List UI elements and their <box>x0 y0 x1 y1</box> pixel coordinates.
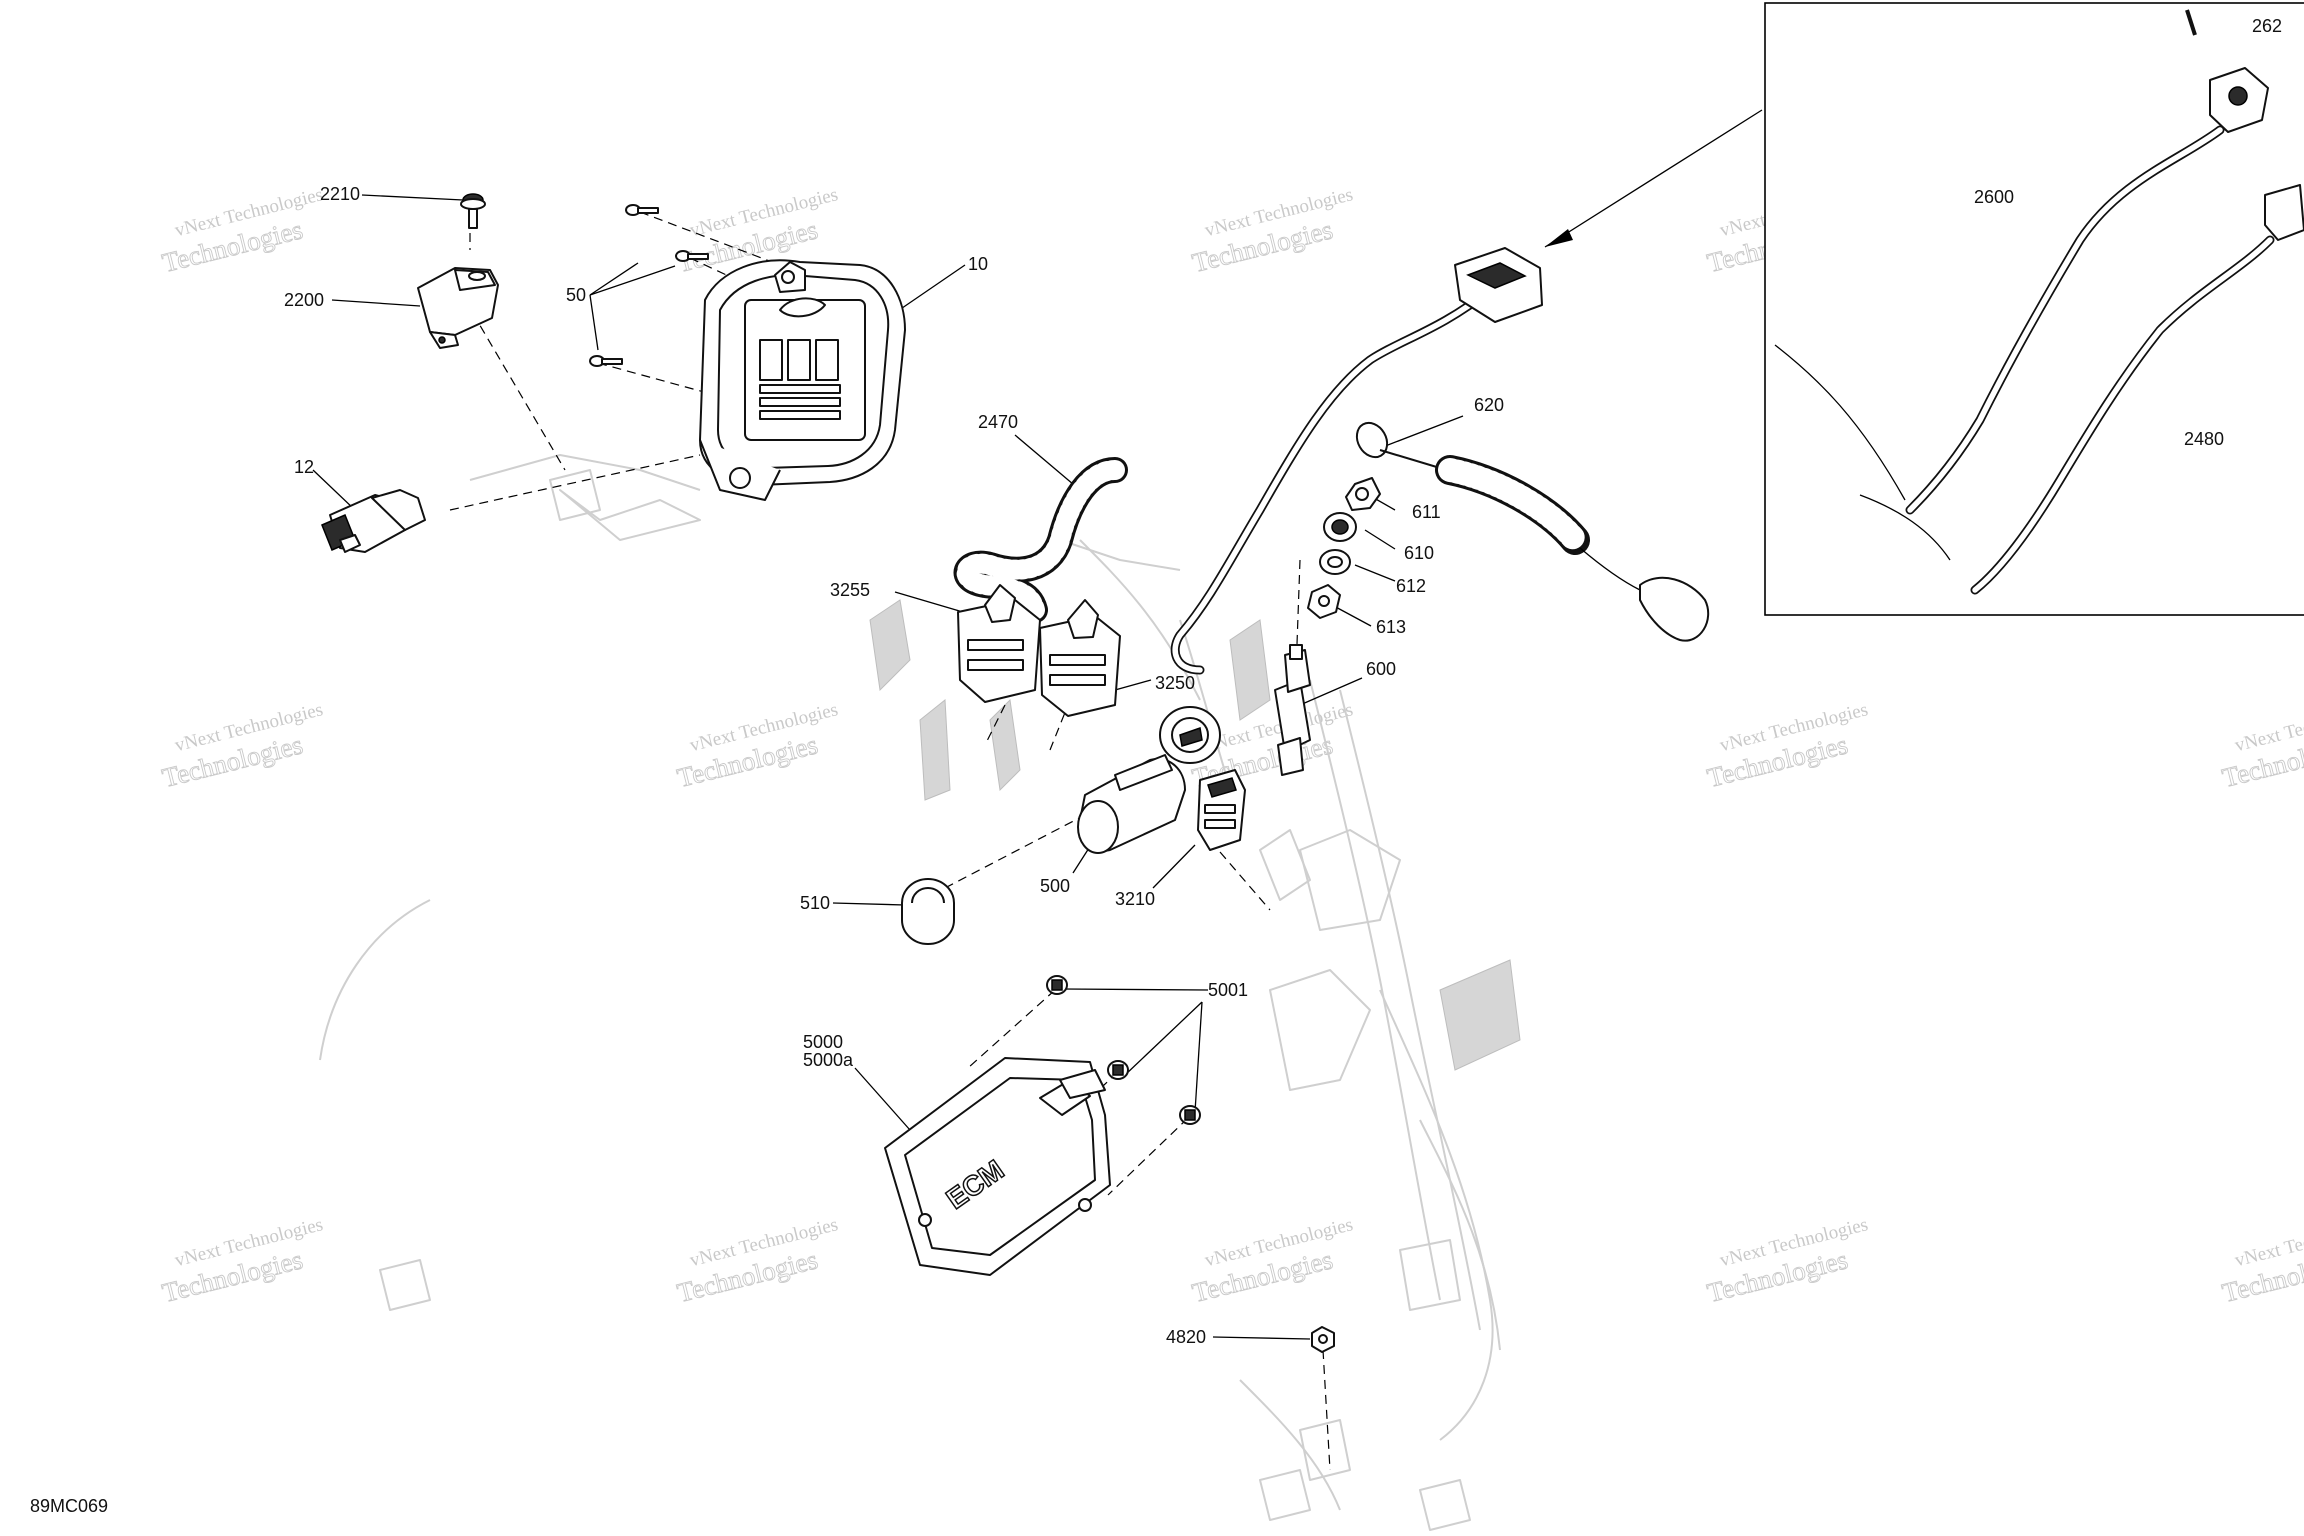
coil <box>1435 455 1590 555</box>
watermark: vNext Technologies Technologies <box>1704 699 1870 793</box>
part-10-instrument-cluster <box>699 259 906 501</box>
part-50-screws <box>589 204 709 367</box>
callout-3255: 3255 <box>830 580 870 600</box>
callout-262: 262 <box>2252 16 2282 36</box>
part-3250-switch <box>1039 599 1121 717</box>
callout-620: 620 <box>1474 395 1504 415</box>
callout-2480: 2480 <box>2184 429 2224 449</box>
part-600-tether-switch <box>1274 644 1311 776</box>
detail-inset-panel <box>1764 2 2304 616</box>
callout-3250: 3250 <box>1155 673 1195 693</box>
part-3255-switch <box>957 584 1041 703</box>
part-620-tether-cord <box>1355 421 1710 642</box>
part-3210-connector <box>1197 769 1246 851</box>
drawing-code: 89MC069 <box>30 1496 108 1516</box>
screw <box>1046 975 1068 995</box>
cable-harness <box>1170 285 1495 675</box>
callout-2470: 2470 <box>978 412 1018 432</box>
watermark: vNext Technologies Technologies <box>159 699 325 793</box>
callout-500: 500 <box>1040 876 1070 896</box>
callout-50: 50 <box>566 285 586 305</box>
screw <box>589 355 623 367</box>
part-4820-nut <box>1311 1326 1335 1353</box>
screw <box>1107 1060 1129 1080</box>
watermark: vNext Technologies Technologies <box>674 699 840 793</box>
watermark: vNext Technologies Technologies <box>674 1214 840 1308</box>
callout-5000a: 5000a <box>803 1050 854 1070</box>
screw <box>1179 1105 1201 1125</box>
watermark: vNext Technologies Technologies <box>159 184 325 278</box>
screw <box>675 250 709 262</box>
callout-600: 600 <box>1366 659 1396 679</box>
part-2210-screw <box>460 193 486 229</box>
part-500-ignition-switch <box>1077 706 1221 854</box>
callout-2210: 2210 <box>320 184 360 204</box>
callout-510: 510 <box>800 893 830 913</box>
part-connector-plug <box>1454 247 1543 323</box>
display-segments <box>759 339 841 420</box>
callout-2200: 2200 <box>284 290 324 310</box>
callout-labels: 2210 2200 12 50 10 2470 3255 3250 620 61… <box>284 16 2282 1347</box>
callout-611: 611 <box>1412 502 1441 522</box>
watermark: vNext Technologies Technologies <box>2219 1214 2304 1308</box>
part-2200-sensor <box>417 267 499 349</box>
watermark: vNext Technologies Technologies <box>1189 1214 1355 1308</box>
callout-12: 12 <box>294 457 314 477</box>
part-12-connector <box>321 489 426 553</box>
part-611 <box>1345 477 1381 511</box>
callout-613: 613 <box>1376 617 1406 637</box>
callout-5000: 5000 <box>803 1032 843 1052</box>
part-2470-conduit <box>953 457 1128 623</box>
part-5001-screws <box>1046 975 1201 1125</box>
watermark: vNext Technologies Technologies <box>1189 184 1355 278</box>
watermark: vNext Technologies Technologies <box>1704 1214 1870 1308</box>
callout-4820: 4820 <box>1166 1327 1206 1347</box>
part-5000-ecm: ECM <box>884 1057 1111 1276</box>
part-612 <box>1319 549 1351 575</box>
screw <box>625 204 659 216</box>
callout-2600: 2600 <box>1974 187 2014 207</box>
callout-612: 612 <box>1396 576 1426 596</box>
part-610 <box>1323 512 1357 542</box>
callout-3210: 3210 <box>1115 889 1155 909</box>
part-510-ring-nut <box>901 878 955 945</box>
callout-5001: 5001 <box>1208 980 1248 1000</box>
part-613 <box>1307 584 1341 619</box>
callout-10: 10 <box>968 254 988 274</box>
watermark: vNext Technologies Technologies <box>2219 699 2304 793</box>
ghost-vehicle-outline <box>319 454 1521 1531</box>
watermark: vNext Technologies Technologies <box>159 1214 325 1308</box>
callout-610: 610 <box>1404 543 1434 563</box>
